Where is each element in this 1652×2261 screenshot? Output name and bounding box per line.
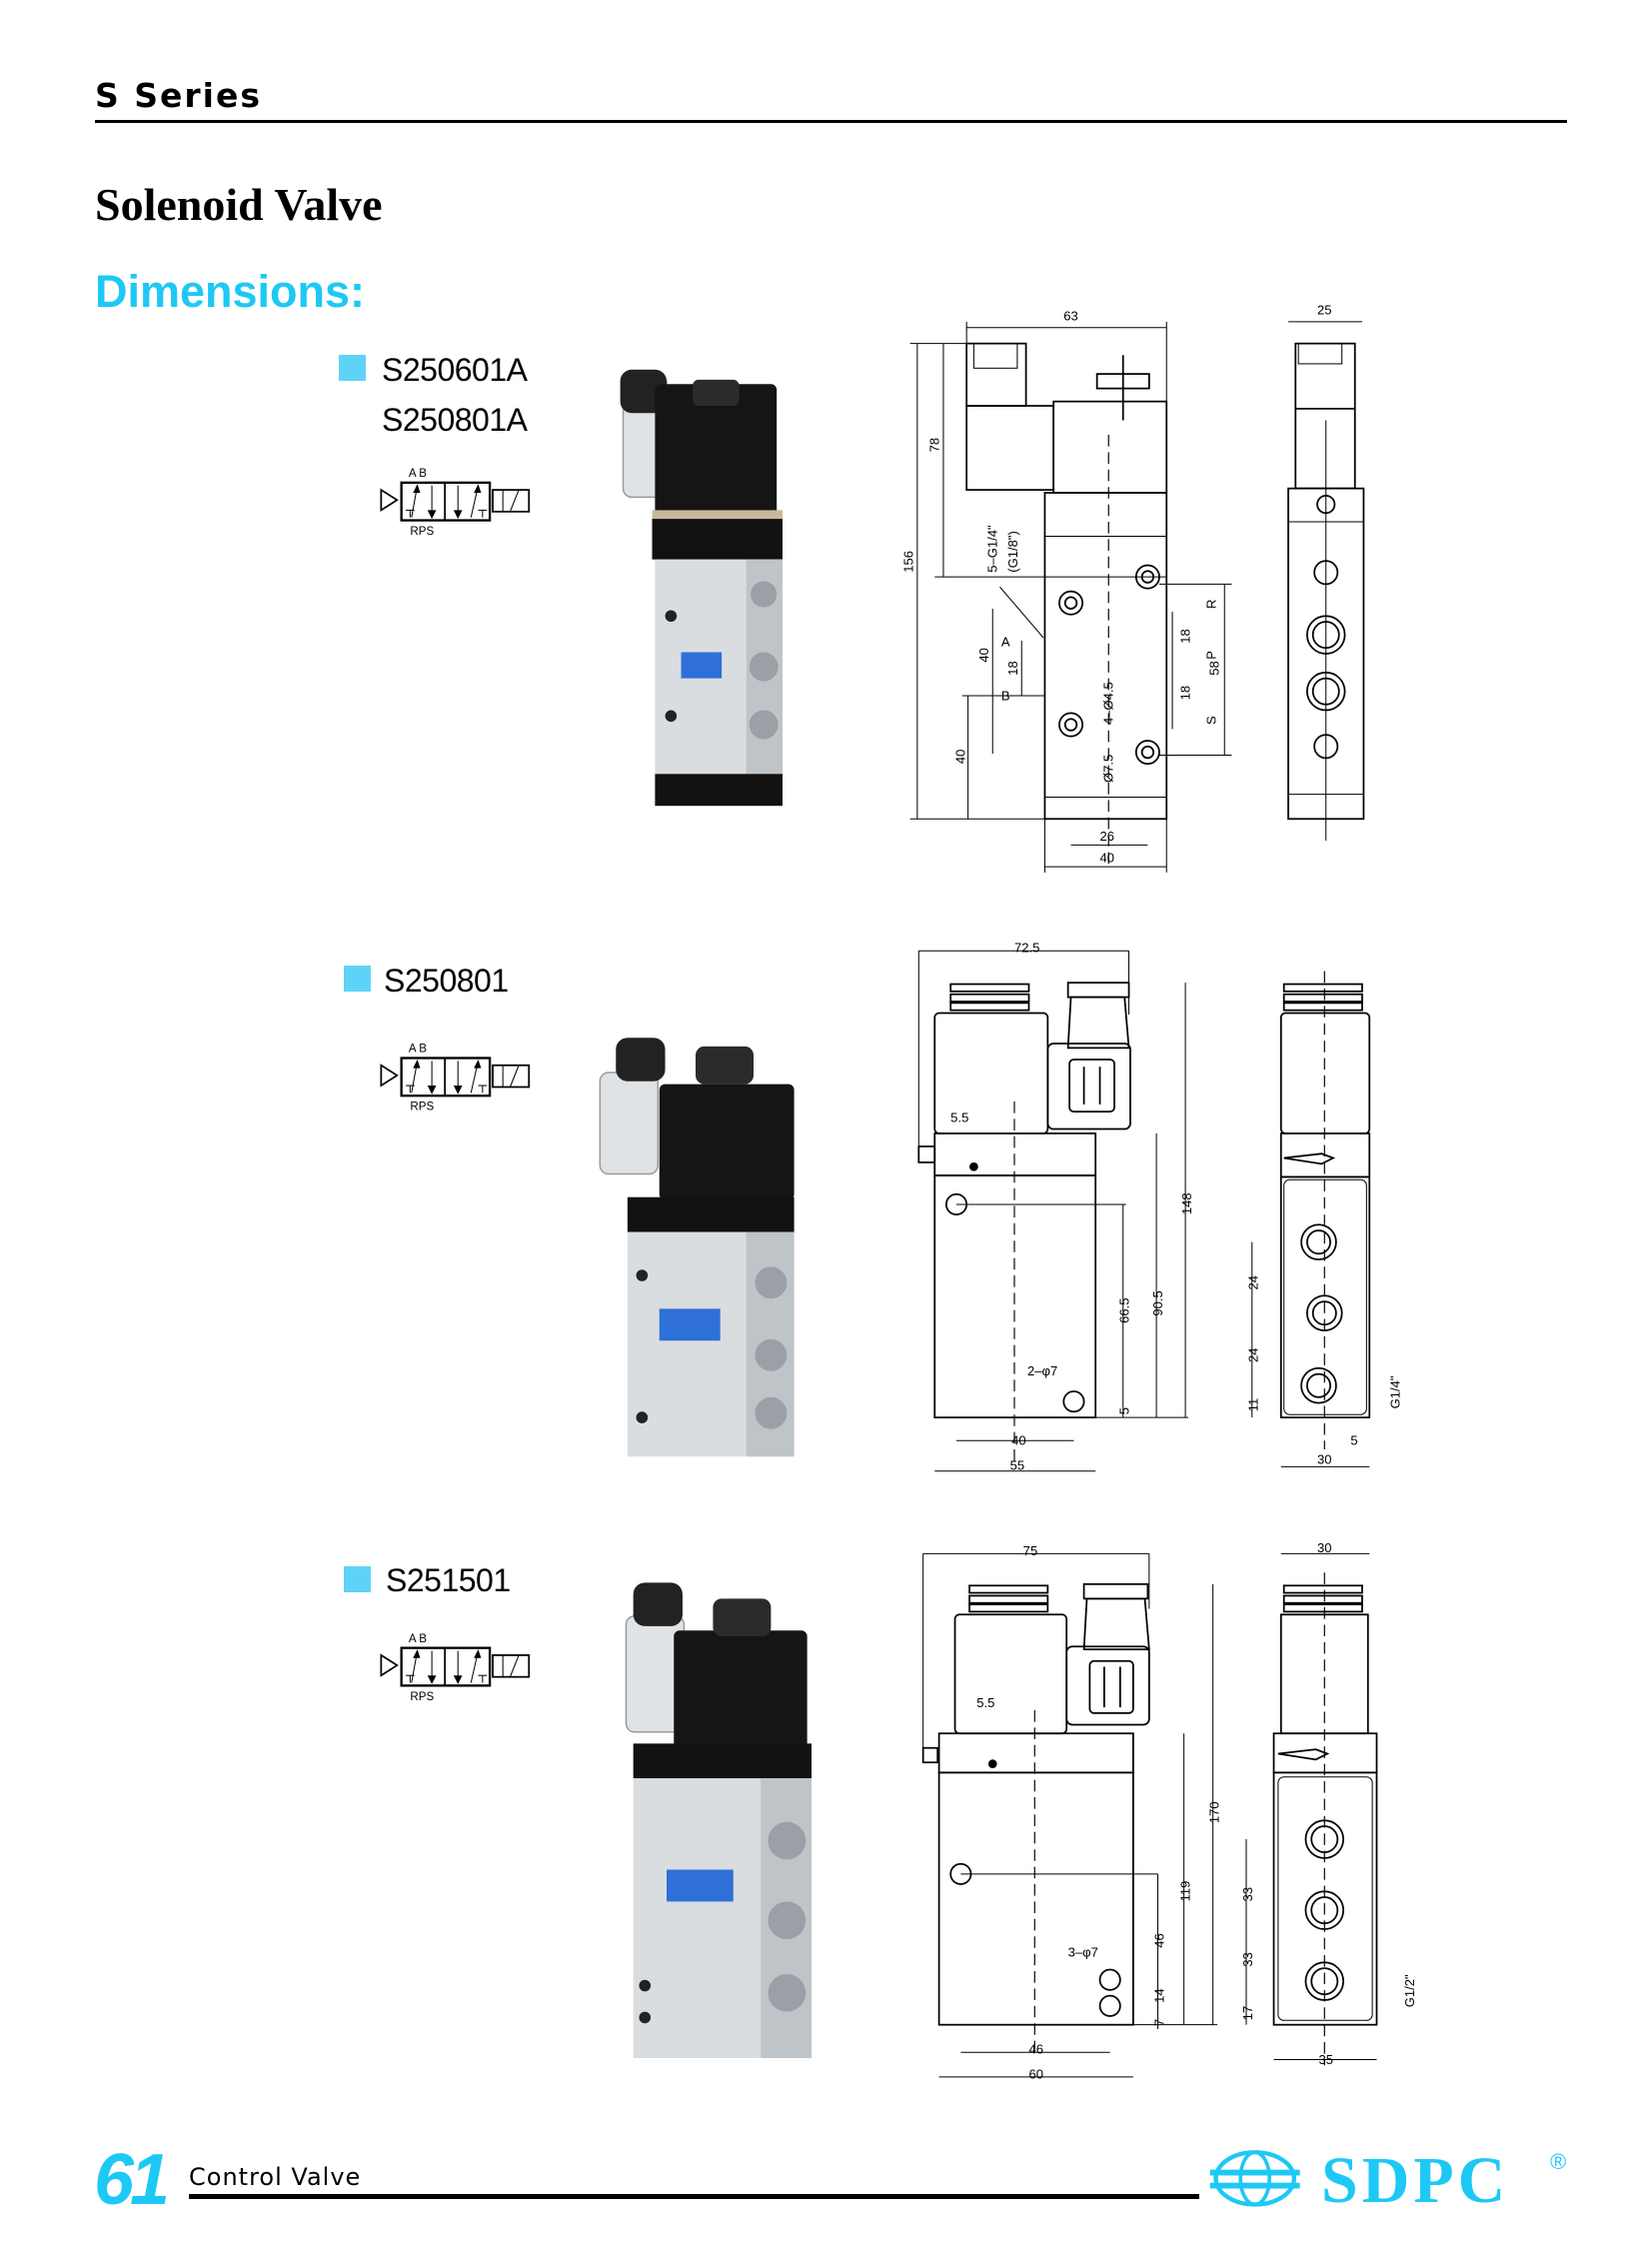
dimension-label: 14 bbox=[1151, 1988, 1166, 2003]
model-label: S250801A bbox=[382, 402, 528, 438]
dimension-label: 78 bbox=[927, 438, 942, 453]
footer-section-label: Control Valve bbox=[189, 2163, 362, 2191]
dimension-label: 30 bbox=[1317, 1451, 1332, 1466]
dimension-label: A bbox=[1001, 635, 1010, 650]
model-label: S250801 bbox=[384, 963, 509, 999]
dimension-label: 40 bbox=[1100, 851, 1115, 866]
dimension-label: 58 bbox=[1206, 661, 1221, 676]
dimension-label: 40 bbox=[1011, 1433, 1026, 1448]
drawing-2-side: 24 24 11 G1/4" 5 30 bbox=[1246, 971, 1403, 1467]
section-heading: Dimensions: bbox=[95, 266, 366, 317]
registered-mark: ® bbox=[1550, 2149, 1567, 2174]
dimension-label: 156 bbox=[901, 551, 916, 573]
model-label: S250601A bbox=[382, 352, 528, 388]
model-label: S251501 bbox=[386, 1562, 511, 1598]
symbol-port-label: A B bbox=[409, 467, 427, 480]
dimension-label: 5 bbox=[1117, 1407, 1132, 1414]
symbol-port-label: A B bbox=[409, 1043, 427, 1056]
dimension-label: 63 bbox=[1063, 308, 1078, 323]
dimension-label: 5.5 bbox=[976, 1695, 994, 1710]
product-photo-1 bbox=[620, 369, 783, 807]
footer-divider bbox=[189, 2194, 1199, 2199]
dimension-label: 66.5 bbox=[1117, 1297, 1132, 1322]
drawing-2-front: 72.5 5.5 2–φ7 148 90.5 66.5 5 40 55 bbox=[917, 941, 1194, 1472]
dimension-label: 55 bbox=[1010, 1457, 1025, 1472]
dimension-label: S bbox=[1204, 716, 1219, 725]
dimension-label: Ø7.5 bbox=[1101, 755, 1116, 783]
dimension-label: B bbox=[1001, 688, 1010, 703]
dimension-label: G1/2" bbox=[1402, 1974, 1417, 2007]
valve-symbol-3: A B RPS bbox=[380, 1632, 531, 1703]
bullet-marker bbox=[344, 1566, 371, 1592]
dimension-label: 11 bbox=[1246, 1398, 1261, 1412]
series-title: S Series bbox=[95, 76, 263, 115]
symbol-port-label: RPS bbox=[410, 1690, 434, 1703]
dimension-label: 33 bbox=[1240, 1887, 1255, 1902]
dimension-label: 46 bbox=[1028, 2042, 1043, 2057]
dimension-label: 5.5 bbox=[950, 1110, 968, 1125]
dimension-label: 72.5 bbox=[1014, 941, 1039, 956]
sdpc-logo-icon bbox=[1209, 2150, 1300, 2207]
dimension-label: 24 bbox=[1246, 1275, 1261, 1290]
symbol-port-label: A B bbox=[409, 1632, 427, 1645]
dimension-label: 40 bbox=[953, 750, 968, 765]
dimension-label: (G1/8") bbox=[1005, 531, 1020, 573]
valve-symbol-1: A B RPS bbox=[380, 467, 531, 538]
product-photo-2 bbox=[599, 1038, 795, 1457]
dimension-label: 25 bbox=[1317, 303, 1332, 318]
header-divider bbox=[95, 120, 1567, 123]
dimension-label: 35 bbox=[1318, 2052, 1333, 2067]
drawing-1-side: 25 bbox=[1287, 303, 1365, 841]
dimension-label: 7 bbox=[1151, 2019, 1166, 2026]
dimension-label: 90.5 bbox=[1150, 1290, 1165, 1315]
dimension-label: 18 bbox=[1177, 629, 1192, 644]
dimension-label: G1/4" bbox=[1388, 1375, 1403, 1408]
dimension-label: 46 bbox=[1151, 1933, 1166, 1948]
dimension-label: 18 bbox=[1177, 686, 1192, 701]
dimension-label: 40 bbox=[976, 648, 991, 663]
dimension-label: 5–G1/4" bbox=[985, 525, 1000, 573]
drawing-3-front: 75 5.5 3–φ7 170 119 46 14 7 46 60 bbox=[921, 1543, 1221, 2081]
bullet-marker bbox=[339, 355, 366, 381]
dimension-label: 30 bbox=[1317, 1540, 1332, 1555]
valve-symbol-2: A B RPS bbox=[380, 1043, 531, 1114]
drawing-3-side: 30 33 33 17 G1/2" 35 bbox=[1240, 1540, 1417, 2067]
dimension-label: P bbox=[1204, 651, 1219, 660]
dimension-label: 33 bbox=[1240, 1952, 1255, 1967]
dimension-label: 4–Ø4.5 bbox=[1101, 682, 1116, 725]
dimension-label: 60 bbox=[1028, 2066, 1043, 2081]
product-photo-3 bbox=[625, 1582, 812, 2058]
symbol-port-label: RPS bbox=[410, 1101, 434, 1114]
dimension-label: 170 bbox=[1206, 1801, 1221, 1823]
dimension-label: 5 bbox=[1350, 1433, 1357, 1448]
brand-logo-text: SDPC bbox=[1321, 2144, 1510, 2217]
dimension-label: 17 bbox=[1240, 2006, 1255, 2021]
symbol-port-label: RPS bbox=[410, 525, 434, 538]
dimension-label: 26 bbox=[1100, 829, 1115, 844]
page-number: 61 bbox=[94, 2140, 170, 2220]
dimension-label: 3–φ7 bbox=[1068, 1945, 1098, 1960]
dimension-label: 24 bbox=[1246, 1347, 1261, 1362]
dimension-label: 148 bbox=[1179, 1192, 1194, 1214]
drawing-1-front: 63 156 78 5–G1/4" (G1/8") 40 40 18 A B 1… bbox=[901, 308, 1232, 873]
dimension-label: R bbox=[1204, 600, 1219, 609]
dimension-label: 18 bbox=[1005, 661, 1020, 676]
bullet-marker bbox=[344, 966, 371, 992]
dimension-label: 119 bbox=[1177, 1881, 1192, 1902]
dimension-label: 2–φ7 bbox=[1027, 1363, 1057, 1378]
dimension-label: 75 bbox=[1023, 1543, 1038, 1558]
page-title: Solenoid Valve bbox=[95, 179, 383, 230]
